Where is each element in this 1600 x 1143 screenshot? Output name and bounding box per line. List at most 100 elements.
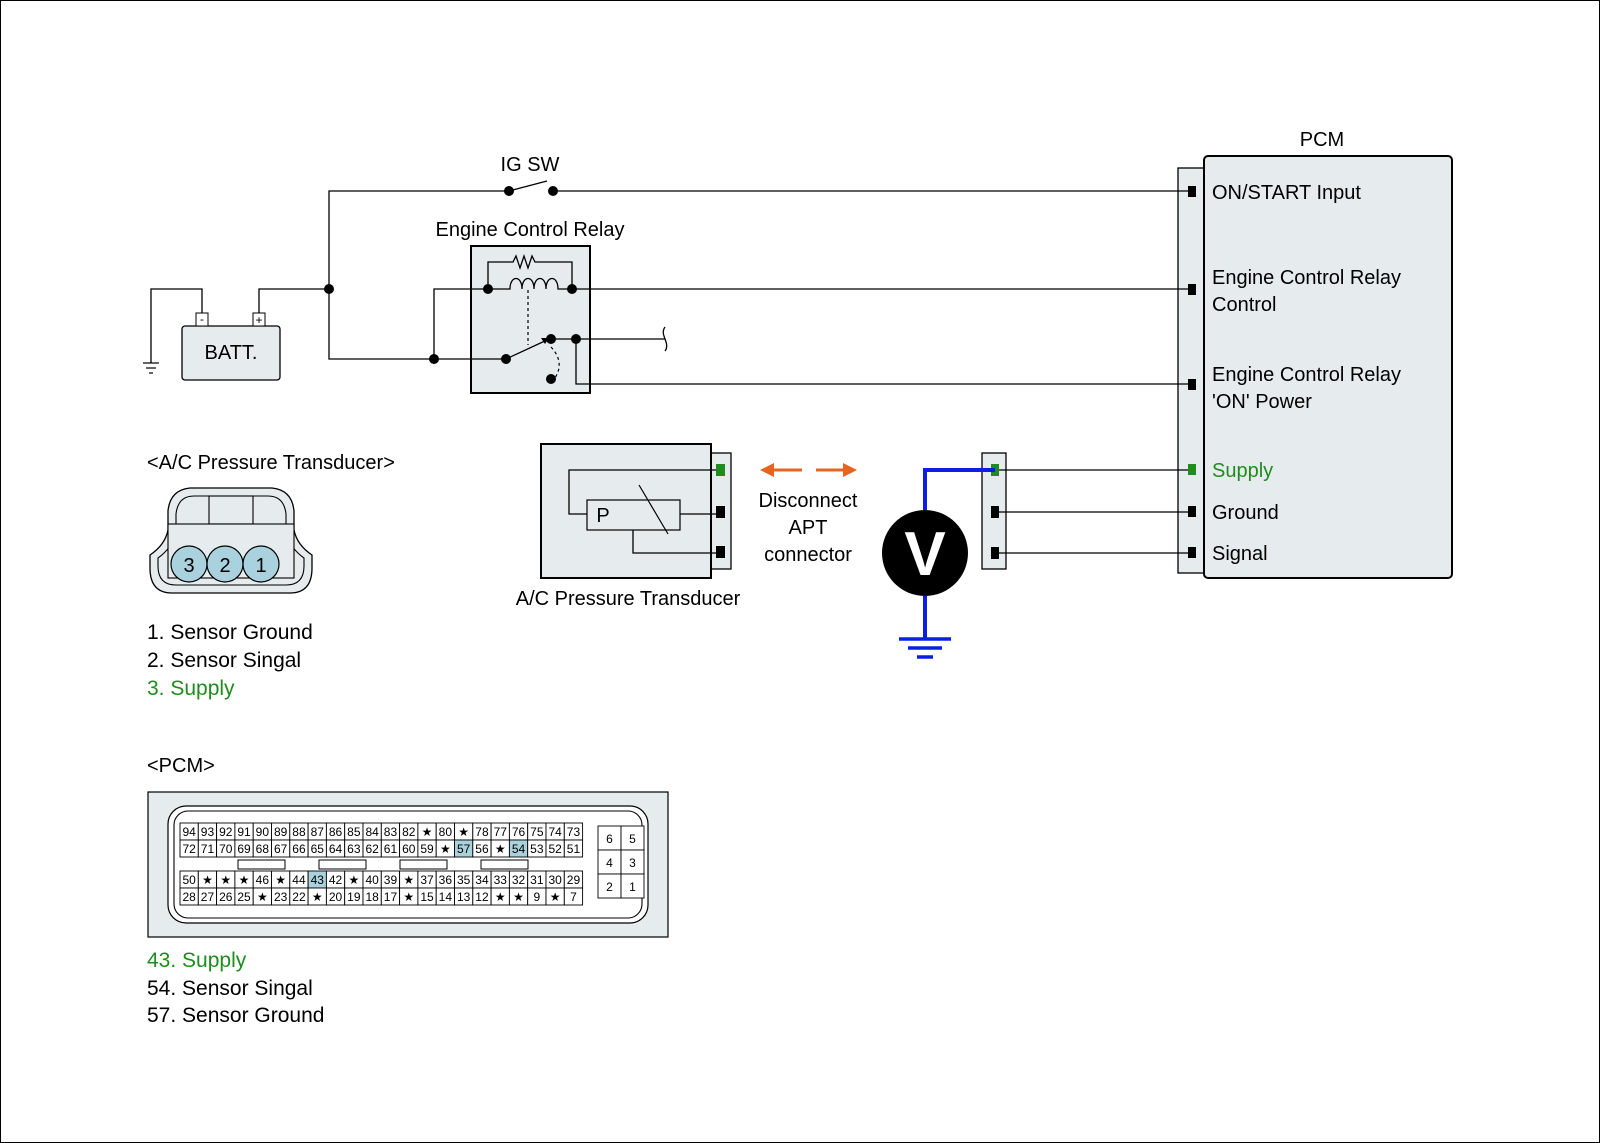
disconnect-line3: connector — [764, 544, 852, 566]
pcm-pin-label: 50 — [182, 873, 196, 887]
battery-label: BATT. — [205, 342, 258, 364]
pcm-pin-label: ★ — [239, 873, 250, 887]
pcm-label-supply: Supply — [1212, 460, 1273, 482]
pcm-pin-label: 69 — [237, 842, 251, 856]
pcm-pin-label: 80 — [439, 825, 453, 839]
relay-resistor — [487, 253, 573, 289]
battery-positive-wire — [258, 288, 329, 313]
sensor-pin-ground — [716, 546, 725, 558]
disconnect-line1: Disconnect — [759, 490, 858, 512]
relay-coil-icon — [488, 277, 572, 290]
apt-pin-3-label: 3 — [183, 555, 194, 577]
pcm-box — [1203, 155, 1453, 579]
apt-legend-1: 1. Sensor Ground — [147, 621, 313, 644]
pcm-pin-label: ★ — [220, 873, 231, 887]
pcm-pin-label: ★ — [440, 842, 451, 856]
chassis-ground-icon — [143, 362, 159, 374]
pcm-pin-label: ★ — [422, 825, 433, 839]
pcm-small-pin-label: 3 — [629, 856, 636, 870]
pcm-pin-label: ★ — [550, 890, 561, 904]
pcm-pin-ecr-control — [1188, 284, 1196, 295]
voltmeter-ground-icon — [899, 637, 951, 659]
pcm-pin-label: 85 — [347, 825, 361, 839]
apt-pin-1-label: 1 — [255, 555, 266, 577]
pcm-pin-label: 15 — [420, 890, 434, 904]
pcm-pin-cell — [563, 887, 584, 906]
pcm-pin-label: ★ — [202, 873, 213, 887]
ig-feed-wire — [328, 190, 509, 289]
pcm-pin-label: 87 — [311, 825, 325, 839]
pcm-small-pin-label: 6 — [606, 832, 613, 846]
pressure-transducer: P A/C Pressure Transducer — [516, 443, 741, 610]
ecr-power-wire — [575, 339, 1188, 385]
sensor-caption: A/C Pressure Transducer — [516, 588, 741, 610]
pcm-pin-label: 77 — [494, 825, 508, 839]
pcm-pin-label: 23 — [274, 890, 288, 904]
pcm-pin-label: 51 — [567, 842, 581, 856]
pcm-pin-label: 65 — [311, 842, 325, 856]
pcm-pin-on-start — [1188, 186, 1196, 197]
pcm-pin-label: 54 — [512, 842, 526, 856]
pcm-pin-ground — [1188, 506, 1196, 517]
pcm-pin-label: 40 — [365, 873, 379, 887]
voltmeter-probe-wire — [923, 468, 995, 510]
pcm-pin-label: 27 — [201, 890, 215, 904]
pcm-pin-label: 18 — [365, 890, 379, 904]
ig-sw-label: IG SW — [501, 154, 560, 176]
sensor-supply-trace — [568, 469, 716, 515]
pcm-small-pin-label: 5 — [629, 832, 636, 846]
pcm-legend-3: 57. Sensor Ground — [147, 1004, 324, 1027]
pcm-pin-label: ★ — [403, 873, 414, 887]
sensor-pin-signal — [716, 506, 725, 518]
pcm-label-ecr-power-2: 'ON' Power — [1212, 391, 1312, 413]
pcm-pin-label: 17 — [384, 890, 398, 904]
pcm-pin-label: 56 — [475, 842, 489, 856]
battery-body — [181, 325, 281, 381]
pcm-pin-label: 20 — [329, 890, 343, 904]
pcm-pin-label: ★ — [312, 890, 323, 904]
harness-pin-ground — [991, 506, 999, 518]
pcm-pin-label: 82 — [402, 825, 416, 839]
relay-switch-travel — [550, 346, 560, 379]
battery-pos-sign: + — [255, 313, 262, 327]
sensor-element — [586, 499, 681, 531]
relay-switch-blade — [505, 339, 548, 360]
wire-break-icon — [662, 326, 668, 352]
pcm-small-pin-label: 4 — [606, 856, 613, 870]
pcm-pin-label: 88 — [292, 825, 306, 839]
pcm-pin-label: 68 — [256, 842, 270, 856]
pcm-pin-label: 25 — [237, 890, 251, 904]
pcm-pin-label: 78 — [475, 825, 489, 839]
pcm-pin-label: 14 — [439, 890, 453, 904]
pcm-label-ecr-control-2: Control — [1212, 294, 1276, 316]
pcm-pin-label: 60 — [402, 842, 416, 856]
pcm-pin-label: 53 — [530, 842, 544, 856]
pcm-connector-keys — [237, 859, 529, 870]
pcm-pin-label: 59 — [420, 842, 434, 856]
pcm-label-ecr-control-1: Engine Control Relay — [1212, 267, 1401, 289]
disconnect-arrows-icon — [760, 463, 857, 477]
pcm-pin-label: 74 — [548, 825, 562, 839]
pcm-pin-label: ★ — [513, 890, 524, 904]
pcm-pin-label: 42 — [329, 873, 343, 887]
pcm-pin-label: 63 — [347, 842, 361, 856]
voltmeter-icon — [882, 510, 968, 596]
relay-switch-nc — [546, 374, 556, 384]
pcm-pin-label: 29 — [567, 873, 581, 887]
pcm-pin-label: 44 — [292, 873, 306, 887]
pcm-pin-label: 39 — [384, 873, 398, 887]
pcm-pin-label: ★ — [348, 873, 359, 887]
sensor-variable-arrow — [638, 484, 669, 535]
voltmeter-symbol: V — [904, 520, 945, 589]
battery-neg-sign: - — [200, 312, 204, 326]
relay-box — [470, 245, 591, 394]
pcm-pin-label: 33 — [494, 873, 508, 887]
relay-feed-wire — [328, 289, 434, 360]
pcm-pin-label: 72 — [182, 842, 196, 856]
pcm-pin-label: ★ — [495, 842, 506, 856]
pcm-pin-label: 35 — [457, 873, 471, 887]
pcm-pin-label: 9 — [534, 890, 541, 904]
battery: - + BATT. — [181, 312, 281, 381]
pcm-pin-label: 61 — [384, 842, 398, 856]
